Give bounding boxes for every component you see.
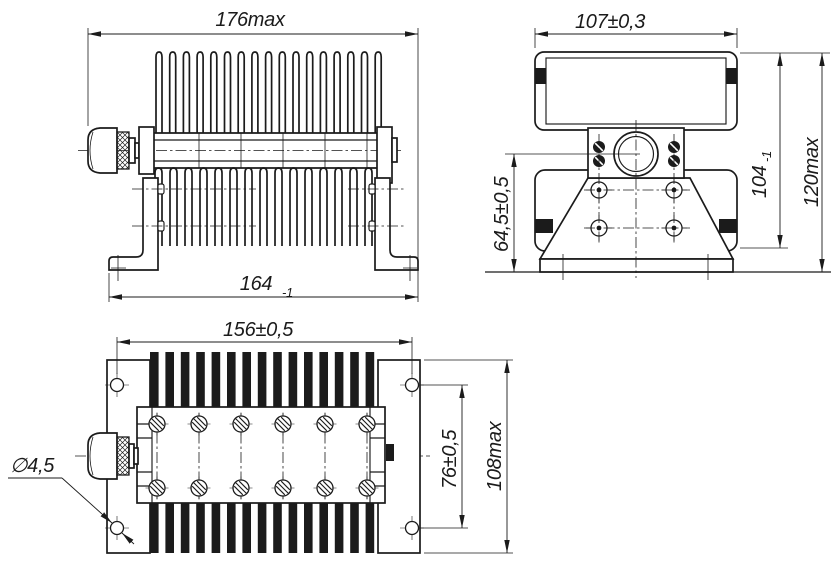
dim-axis-height: 64,5±0,5 bbox=[491, 153, 640, 272]
dim-body-height-text: 104 bbox=[749, 165, 771, 198]
dim-heatsink-width: 107±0,3 bbox=[534, 11, 738, 48]
dim-axis-height-text: 64,5±0,5 bbox=[491, 176, 513, 252]
dim-feet-span: 164 -1 bbox=[108, 273, 418, 302]
dim-hole-span-length-text: 156±0,5 bbox=[223, 319, 294, 341]
dim-feet-span-tolerance-text: -1 bbox=[282, 285, 293, 300]
dim-body-height-tolerance-text: -1 bbox=[759, 151, 774, 162]
base-plate bbox=[539, 258, 734, 273]
foot-hole-centerlines bbox=[111, 255, 417, 281]
heatsink-fins-lower bbox=[154, 167, 373, 247]
dim-total-length-text: 176max bbox=[215, 9, 286, 31]
control-knob-top bbox=[87, 432, 139, 480]
dim-total-depth: 108max bbox=[424, 359, 513, 554]
control-knob-side bbox=[87, 127, 140, 174]
heatsink-fins-upper bbox=[155, 51, 383, 134]
knurled-ring bbox=[116, 131, 130, 170]
dim-hole-span-length: 156±0,5 bbox=[116, 319, 413, 374]
side-view: 176max 164 -1 bbox=[78, 9, 419, 302]
mounting-bracket-right bbox=[374, 177, 419, 271]
shaft-end-tab bbox=[386, 444, 394, 461]
dim-hole-span-depth: 76±0,5 bbox=[420, 384, 468, 529]
end-view: 107±0,3 104 -1 120max 64,5±0,5 bbox=[485, 11, 831, 280]
top-view: 156±0,5 76±0,5 108max ∅4,5 bbox=[8, 319, 513, 554]
dim-total-length: 176max bbox=[87, 9, 419, 302]
dim-body-height: 104 -1 bbox=[740, 52, 830, 249]
terminal-band-top bbox=[136, 406, 386, 504]
resistor-core bbox=[154, 132, 390, 169]
dim-total-height: 120max bbox=[801, 53, 825, 272]
dim-hole-diameter-text: ∅4,5 bbox=[10, 455, 55, 477]
left-flange bbox=[138, 126, 155, 175]
terminal-screws-side bbox=[132, 183, 404, 232]
dim-total-depth-text: 108max bbox=[484, 420, 506, 491]
dim-heatsink-width-text: 107±0,3 bbox=[575, 11, 645, 33]
dim-hole-diameter: ∅4,5 bbox=[8, 455, 135, 545]
dim-hole-span-depth-text: 76±0,5 bbox=[439, 429, 461, 489]
right-flange bbox=[376, 126, 398, 184]
dim-feet-span-text: 164 bbox=[240, 273, 273, 295]
end-view-centerlines bbox=[562, 120, 709, 280]
dim-total-height-text: 120max bbox=[801, 136, 823, 207]
mounting-bracket-left bbox=[108, 177, 159, 271]
heatsink-end bbox=[534, 51, 738, 131]
